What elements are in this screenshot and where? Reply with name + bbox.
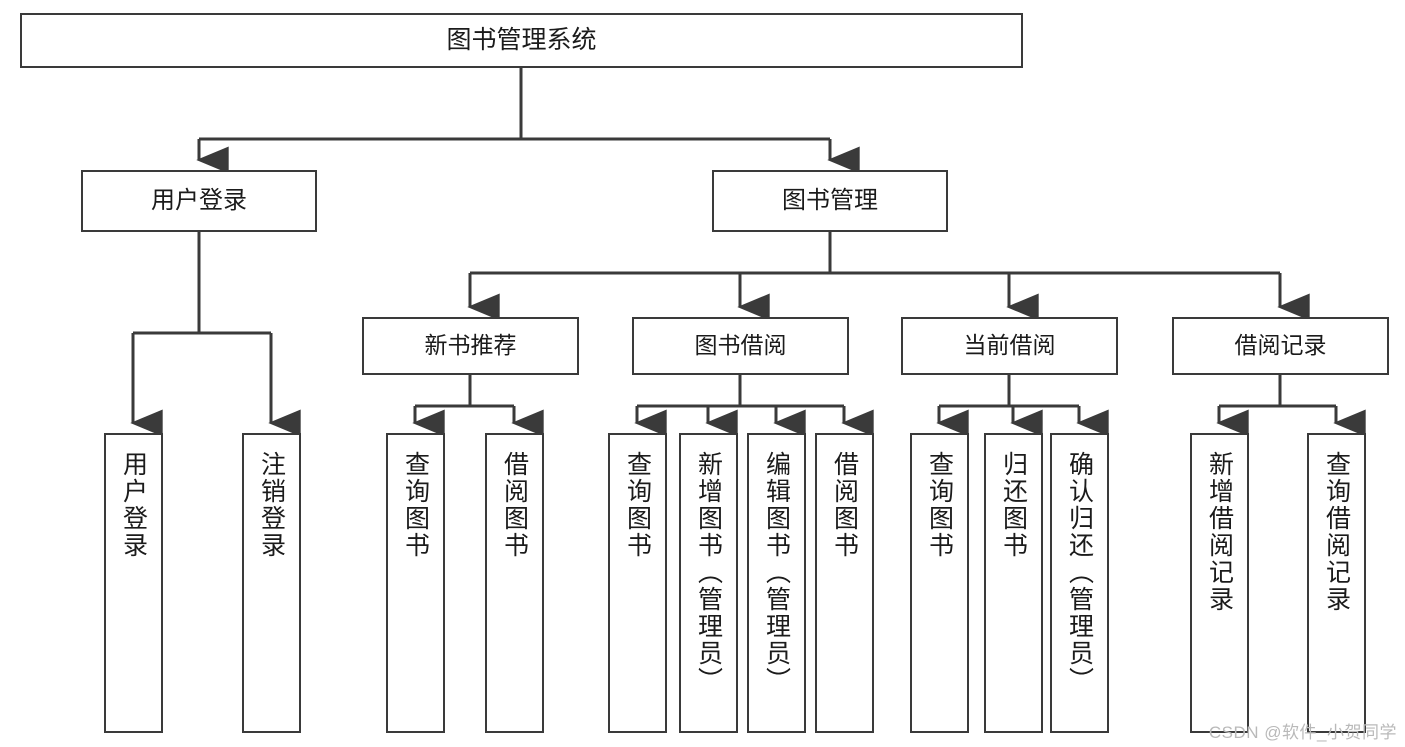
node-label-leaf-query-record: 查询借阅记录 (1322, 451, 1351, 613)
node-leaf-return-book[interactable]: 归还图书 (984, 433, 1043, 733)
node-label-leaf-query-book-3: 查询图书 (925, 451, 954, 559)
node-label-root: 图书管理系统 (446, 25, 597, 54)
node-label-leaf-add-record: 新增借阅记录 (1205, 451, 1234, 613)
node-label-borrow-record: 借阅记录 (1234, 332, 1327, 359)
node-leaf-add-book[interactable]: 新增图书（管理员） (679, 433, 738, 733)
node-leaf-user-logout[interactable]: 注销登录 (242, 433, 301, 733)
new-book-recommend-to-leaves-connectors (412, 375, 544, 437)
node-leaf-user-login[interactable]: 用户登录 (104, 433, 163, 733)
node-label-book-borrow: 图书借阅 (694, 332, 787, 359)
node-leaf-query-record[interactable]: 查询借阅记录 (1307, 433, 1366, 733)
node-borrow-record[interactable]: 借阅记录 (1172, 317, 1389, 375)
borrow-record-to-leaves-connectors (1216, 375, 1366, 437)
node-leaf-confirm-return[interactable]: 确认归还（管理员） (1050, 433, 1109, 733)
node-leaf-query-book-3[interactable]: 查询图书 (910, 433, 969, 733)
book-borrow-to-leaves-connectors (634, 375, 874, 437)
node-label-leaf-query-book-2: 查询图书 (623, 451, 652, 559)
node-root[interactable]: 图书管理系统 (20, 13, 1023, 68)
node-leaf-add-record[interactable]: 新增借阅记录 (1190, 433, 1249, 733)
node-leaf-borrow-book-2[interactable]: 借阅图书 (815, 433, 874, 733)
node-label-leaf-edit-book: 编辑图书（管理员） (762, 451, 791, 694)
node-current-borrow[interactable]: 当前借阅 (901, 317, 1118, 375)
node-new-book-recommend[interactable]: 新书推荐 (362, 317, 579, 375)
current-borrow-to-leaves-connectors (936, 375, 1109, 437)
node-leaf-query-book-2[interactable]: 查询图书 (608, 433, 667, 733)
user-login-to-leaves-connectors (130, 232, 301, 437)
node-label-leaf-confirm-return: 确认归还（管理员） (1065, 451, 1094, 694)
node-book-borrow[interactable]: 图书借阅 (632, 317, 849, 375)
node-leaf-borrow-book-1[interactable]: 借阅图书 (485, 433, 544, 733)
node-leaf-query-book-1[interactable]: 查询图书 (386, 433, 445, 733)
node-book-management[interactable]: 图书管理 (712, 170, 948, 232)
node-label-leaf-borrow-book-2: 借阅图书 (830, 451, 859, 559)
node-label-book-management: 图书管理 (782, 186, 878, 214)
node-label-leaf-borrow-book-1: 借阅图书 (500, 451, 529, 559)
node-leaf-edit-book[interactable]: 编辑图书（管理员） (747, 433, 806, 733)
book-management-to-level3-connectors (467, 232, 1310, 321)
node-label-leaf-query-book-1: 查询图书 (401, 451, 430, 559)
node-label-new-book-recommend: 新书推荐 (424, 332, 517, 359)
node-user-login[interactable]: 用户登录 (81, 170, 317, 232)
root-to-level2-connectors (196, 68, 860, 174)
node-label-leaf-add-book: 新增图书（管理员） (694, 451, 723, 694)
node-label-user-login: 用户登录 (151, 186, 247, 214)
node-label-current-borrow: 当前借阅 (963, 332, 1056, 359)
node-label-leaf-user-login: 用户登录 (119, 451, 148, 559)
node-label-leaf-return-book: 归还图书 (999, 451, 1028, 559)
csdn-watermark: CSDN @软件_小贺同学 (1208, 723, 1397, 742)
node-label-leaf-user-logout: 注销登录 (257, 451, 286, 559)
